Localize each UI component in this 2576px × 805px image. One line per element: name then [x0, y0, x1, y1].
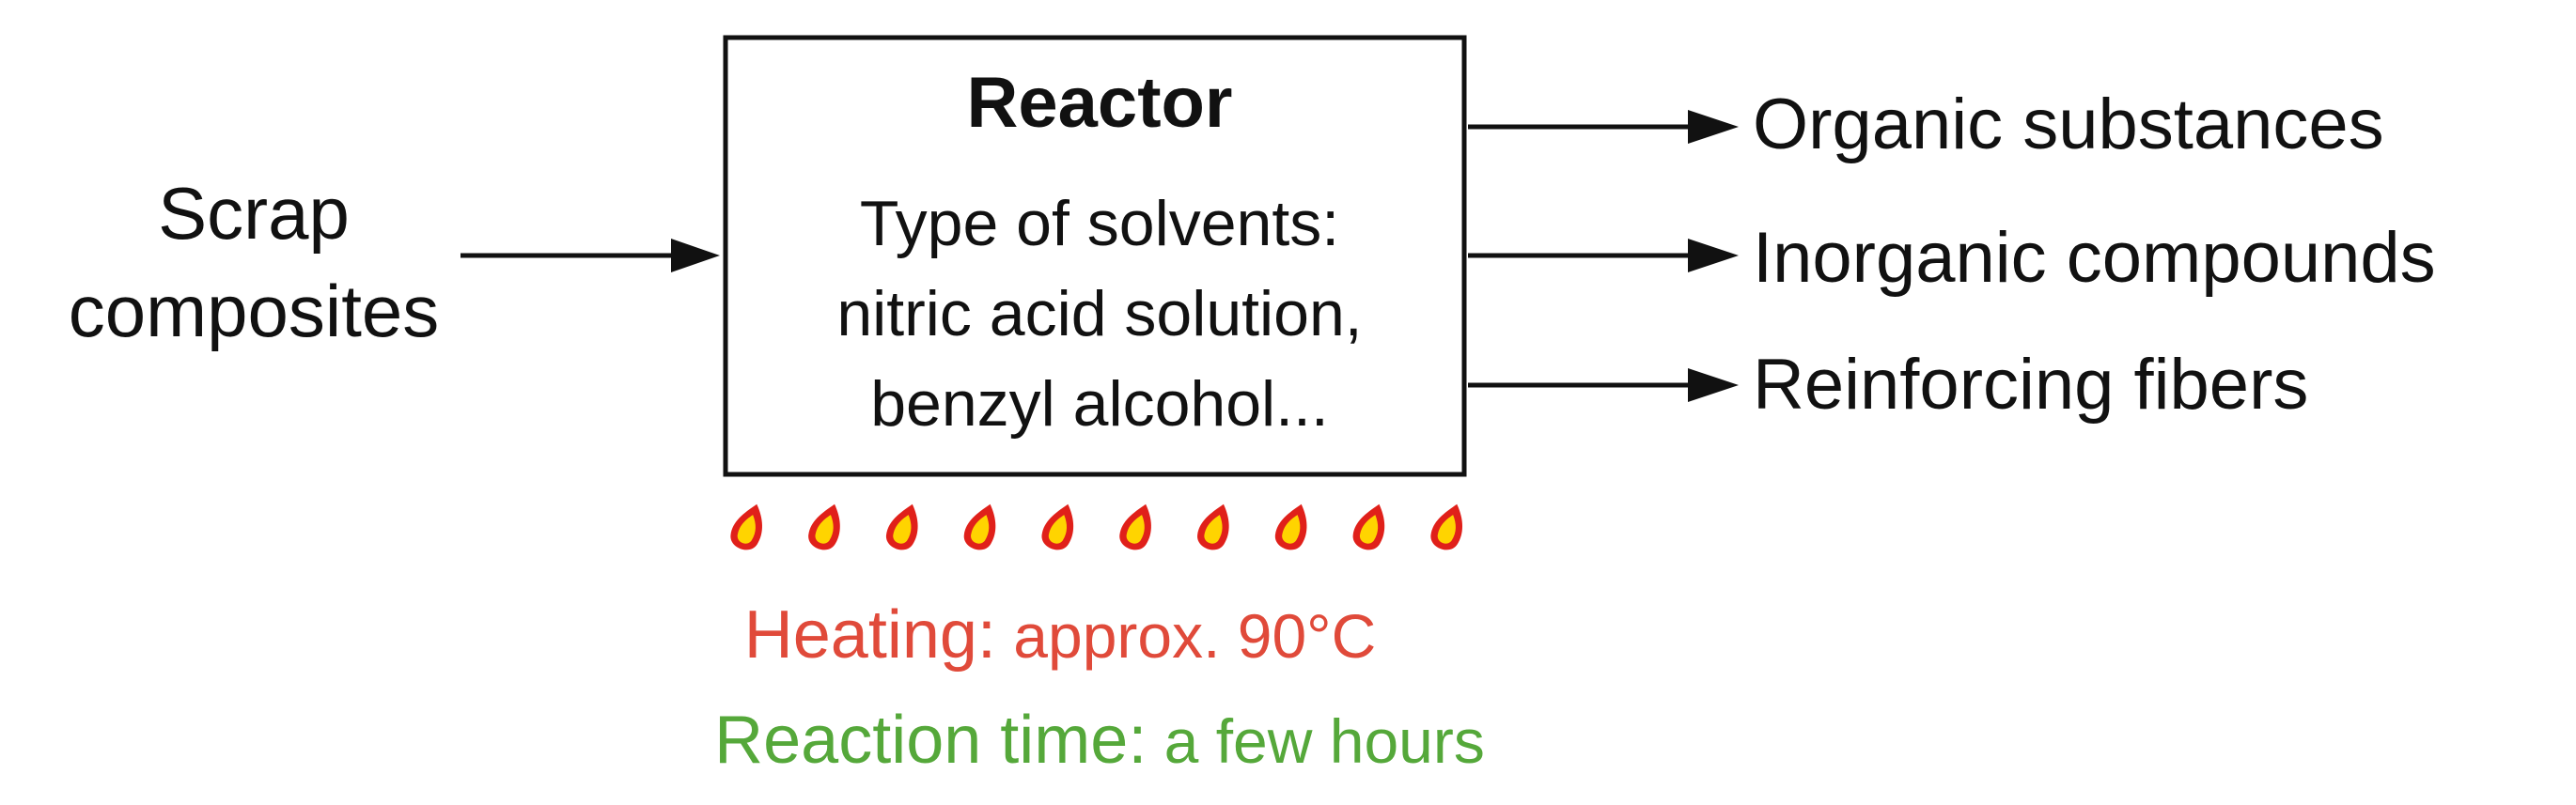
heating-condition: Heating: approx. 90°C	[609, 601, 1511, 669]
output-organic-substances: Organic substances	[1753, 85, 2384, 164]
reactor-description: Type of solvents: nitric acid solution, …	[733, 178, 1466, 449]
input-label-line-2: composites	[68, 270, 440, 352]
input-label-line-1: Scrap	[158, 172, 350, 255]
input-arrow	[461, 239, 720, 272]
output-reinforcing-fibers: Reinforcing fibers	[1753, 345, 2309, 425]
flame-icon	[1430, 503, 1463, 550]
output-inorganic-compounds: Inorganic compounds	[1753, 218, 2436, 298]
flame-icon	[1119, 503, 1151, 550]
heating-value: approx. 90°C	[1013, 601, 1377, 671]
flame-icon	[730, 503, 763, 550]
flame-icon	[808, 503, 840, 550]
reactor-box	[723, 35, 1467, 477]
flame-icon	[963, 503, 996, 550]
reactor-line-3: benzyl alcohol...	[870, 368, 1329, 440]
flame-icon	[1352, 503, 1385, 550]
reaction-time-label: Reaction time:	[714, 703, 1147, 778]
flame-icon	[1197, 503, 1229, 550]
output-arrow-fibers	[1468, 368, 1739, 402]
flame-icon	[1041, 503, 1074, 550]
flame-icon	[886, 503, 918, 550]
reactor-title: Reactor	[966, 63, 1233, 143]
reaction-time-value: a few hours	[1163, 706, 1485, 776]
output-arrow-inorganic	[1468, 239, 1739, 272]
heating-label: Heating:	[743, 597, 996, 673]
reactor-line-2: nitric acid solution,	[836, 278, 1363, 349]
flame-icon	[1274, 503, 1307, 550]
input-label: Scrap composites	[28, 164, 479, 360]
reactor-line-1: Type of solvents:	[859, 188, 1340, 259]
heating-flames	[730, 503, 1463, 550]
output-arrow-organic	[1468, 110, 1739, 144]
reaction-time-condition: Reaction time: a few hours	[601, 706, 1598, 774]
